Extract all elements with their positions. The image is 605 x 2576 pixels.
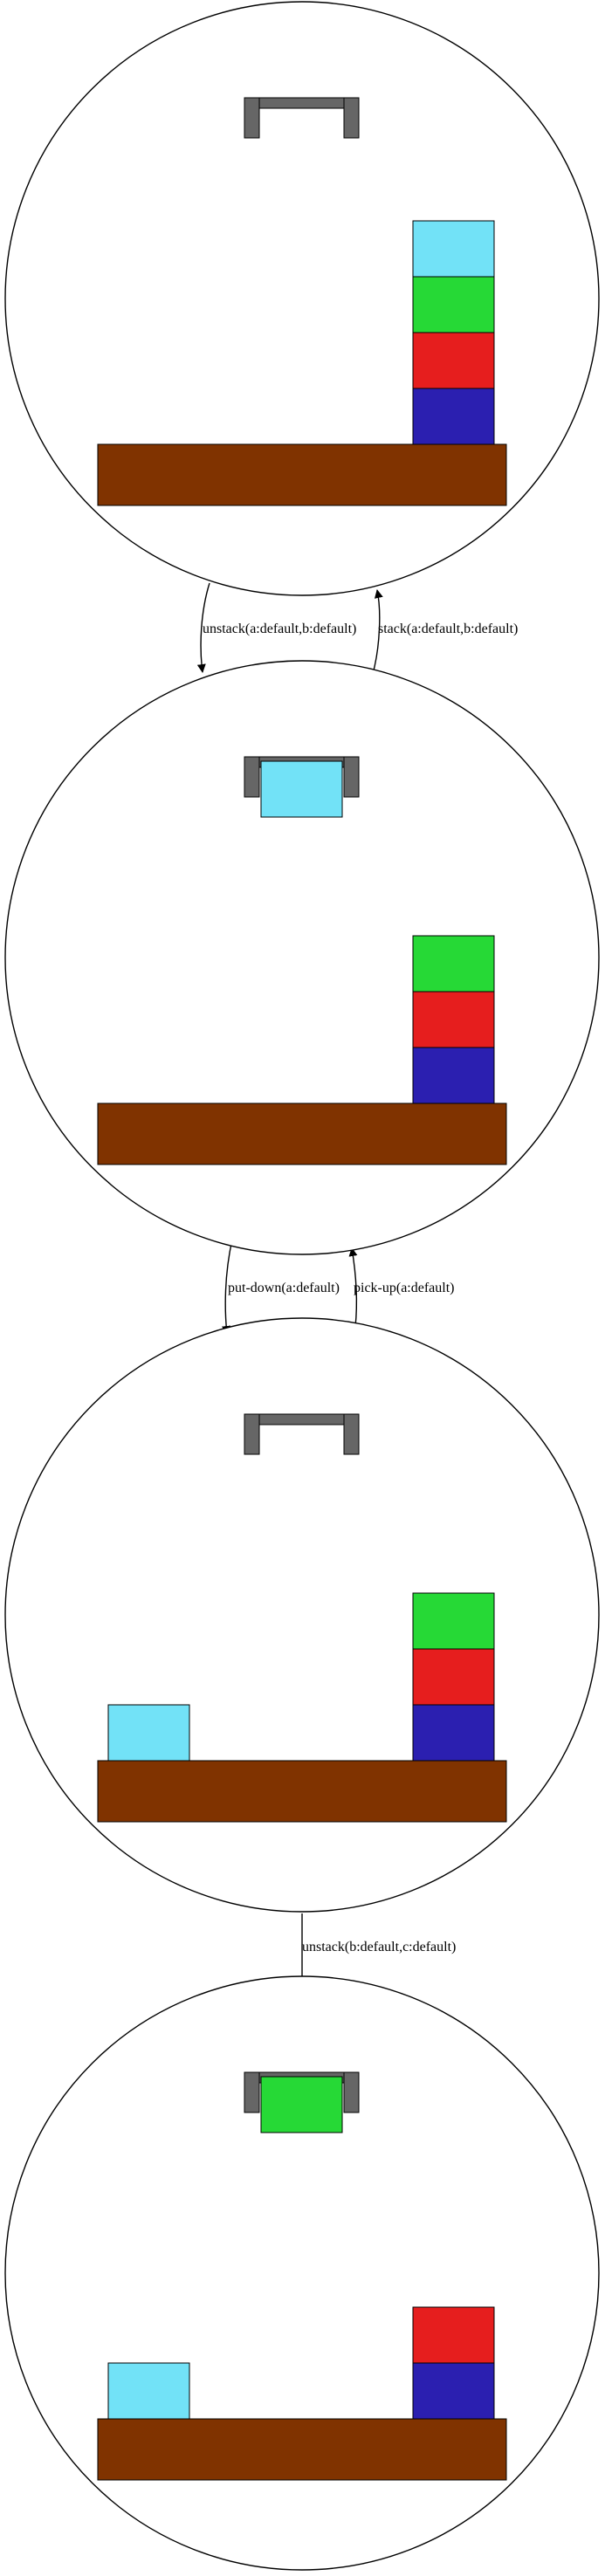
transition-stack-a-b: stack(a:default,b:default) <box>373 589 518 671</box>
block-a <box>107 1704 190 1762</box>
gripper-left-claw <box>244 97 260 139</box>
gripper-left-claw <box>244 2071 260 2113</box>
edge-label: put-down(a:default) <box>228 1281 340 1295</box>
gripper-bar <box>244 1413 360 1425</box>
transition-unstack-b-c: unstack(b:default,c:default) <box>298 1913 456 1986</box>
edge-arrow <box>222 1239 233 1335</box>
block-d <box>412 1047 495 1104</box>
table <box>97 443 507 506</box>
edge-arrow <box>373 589 383 671</box>
state-circle <box>4 1317 600 1913</box>
state-circle <box>4 660 600 1255</box>
block-b <box>412 1592 495 1650</box>
block-c <box>412 991 495 1048</box>
transition-put-down-a: put-down(a:default) <box>222 1239 340 1335</box>
block-d <box>412 1704 495 1762</box>
block-c <box>412 332 495 389</box>
edge-label: stack(a:default,b:default) <box>378 622 518 636</box>
state-node-2 <box>4 660 600 1255</box>
held-block-a <box>260 760 343 818</box>
states-layer <box>4 1 600 2571</box>
state-node-3 <box>4 1317 600 1913</box>
gripper-icon <box>244 1413 360 1455</box>
table <box>97 1103 507 1165</box>
state-node-1 <box>4 1 600 596</box>
gripper-icon <box>244 97 360 139</box>
state-circle <box>4 1975 600 2571</box>
block-b <box>412 935 495 993</box>
gripper-right-claw <box>343 756 360 798</box>
state-node-4 <box>4 1975 600 2571</box>
block-c <box>412 2306 495 2364</box>
edge-arrow <box>348 1247 358 1328</box>
gripper-right-claw <box>343 97 360 139</box>
block-d <box>412 388 495 445</box>
gripper-right-claw <box>343 2071 360 2113</box>
gripper-left-claw <box>244 756 260 798</box>
block-a <box>412 220 495 278</box>
edge-label: pick-up(a:default) <box>354 1281 455 1295</box>
edge-arrow <box>196 582 210 673</box>
state-circle <box>4 1 600 596</box>
transition-unstack-a-b: unstack(a:default,b:default) <box>196 582 356 673</box>
gripper-left-claw <box>244 1413 260 1455</box>
edge-label: unstack(b:default,c:default) <box>302 1940 456 1954</box>
transition-pick-up-a: pick-up(a:default) <box>348 1247 455 1328</box>
edge-label: unstack(a:default,b:default) <box>203 622 356 636</box>
gripper-bar <box>244 97 360 109</box>
block-b <box>412 276 495 333</box>
gripper-right-claw <box>343 1413 360 1455</box>
held-block-b <box>260 2076 343 2133</box>
block-d <box>412 2362 495 2420</box>
block-a <box>107 2362 190 2420</box>
table <box>97 1760 507 1823</box>
table <box>97 2418 507 2481</box>
block-c <box>412 1648 495 1706</box>
